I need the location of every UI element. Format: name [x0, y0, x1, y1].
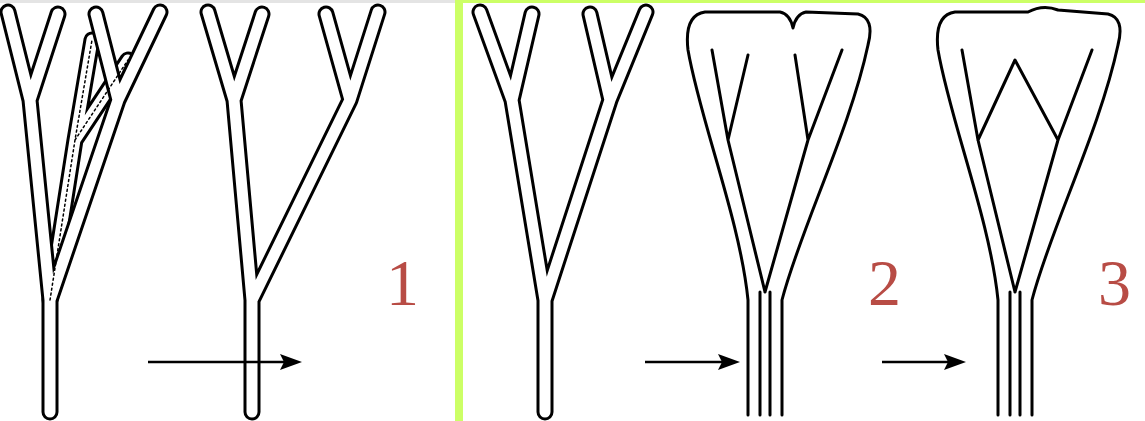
overlapping-telomes — [8, 12, 160, 412]
arrow — [882, 354, 966, 370]
arrow — [148, 354, 302, 370]
panel-top-edge — [463, 0, 1145, 3]
arrow — [645, 354, 740, 370]
callout-number: 1 — [386, 250, 419, 316]
callout-number: 3 — [1098, 250, 1131, 316]
overtopped-telome — [208, 12, 378, 412]
dichotomous-telome — [480, 12, 646, 412]
fused-telome — [937, 7, 1120, 415]
panel-top-edge — [0, 0, 455, 3]
webbed-telome — [687, 12, 870, 415]
separator-bar — [455, 0, 463, 421]
callout-number: 2 — [868, 250, 901, 316]
